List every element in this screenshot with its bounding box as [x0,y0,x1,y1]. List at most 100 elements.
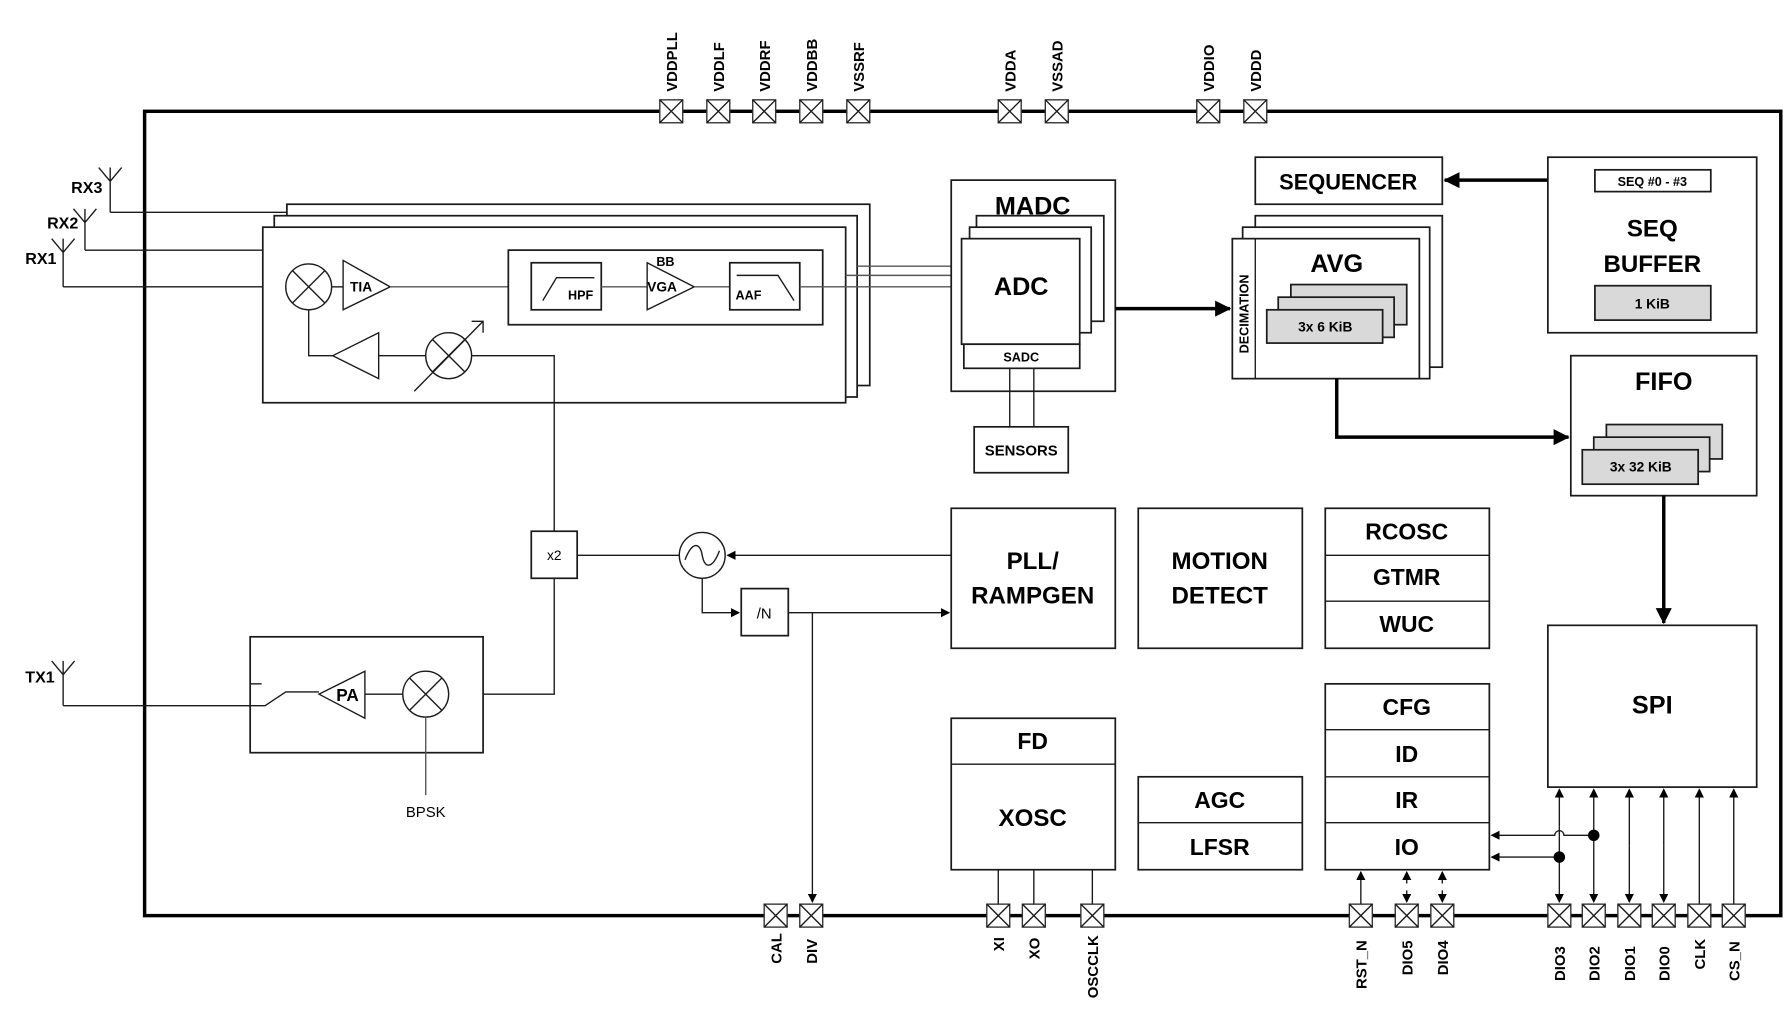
motion-detect-block [1137,507,1304,650]
pin-vdda: VDDA [997,49,1022,124]
agc-label: AGC [1194,787,1245,813]
pin-rst-n: RST_N [1348,903,1374,989]
sequencer-label: SEQUENCER [1279,169,1417,194]
pin-label: DIO1 [1623,946,1639,981]
seq-range-label: SEQ #0 - #3 [1618,175,1687,189]
pin-dio3: DIO3 [1547,903,1572,981]
reg-label: IO [1395,834,1419,860]
tx1-label: TX1 [25,669,55,687]
pin-vssad: VSSAD [1044,40,1069,124]
decimation-label: DECIMATION [1237,274,1251,353]
pin-div: DIV [799,903,824,964]
timer-label: WUC [1379,611,1434,637]
pin-label: VDDRF [758,40,774,91]
pin-cal: CAL [763,903,788,964]
pin-label: CAL [769,933,785,964]
agc-block: AGC LFSR [1137,775,1304,871]
pin-xi: XI [986,903,1011,951]
pin-label: DIO2 [1587,946,1603,981]
pin-vddlf: VDDLF [706,42,731,124]
rx-antennas: RX3 RX2 RX1 [25,167,287,288]
divider-block [740,587,790,637]
pin-label: DIO3 [1553,946,1569,981]
pll-block [950,507,1117,650]
pin-label: VDDD [1249,49,1265,91]
bpsk-label: BPSK [406,805,446,821]
pin-cs-n: CS_N [1721,903,1746,981]
doubler-block [530,530,579,580]
aaf-label: AAF [736,288,762,302]
avg-to-fifo-arrow [1335,378,1570,446]
pin-label: RST_N [1355,940,1371,989]
timer-label: GTMR [1373,564,1441,590]
pll-label-2: RAMPGEN [971,583,1094,610]
antenna-rx1-icon [51,238,76,287]
pin-label: XO [1028,938,1044,960]
pin-vddd: VDDD [1243,49,1268,124]
seq-buffer-title-1: SEQ [1627,215,1678,242]
top-pins: VDDPLL VDDLF VDDRF VDDBB VSSRF VDDA VSSA… [659,32,1268,124]
rx-frontend: TIA HPF BB VGA AAF [261,203,953,532]
antenna-rx3-icon [98,167,123,213]
sensors-block [973,425,1070,474]
reg-label: IR [1395,787,1418,813]
pin-xo: XO [1021,903,1046,960]
pin-label: VDDBB [805,39,821,92]
timer-label: RCOSC [1365,518,1448,544]
pin-vddpll: VDDPLL [659,32,684,124]
avg-title: AVG [1310,250,1363,278]
rx1-label: RX1 [25,250,56,268]
motion-label-1: MOTION [1172,548,1268,575]
antenna-tx1-icon [51,660,76,706]
pin-vssrf: VSSRF [846,42,871,124]
pin-label: DIO5 [1400,940,1416,975]
timers-block: RCOSC GTMR WUC [1324,507,1491,650]
tia-label: TIA [350,279,372,294]
pin-oscclk: OSCCLK [1080,903,1105,998]
adc-label: ADC [994,273,1049,301]
pll-label-1: PLL/ [1007,548,1059,575]
avg-block: DECIMATION AVG 3x 6 KiB [1231,214,1444,380]
xosc-label: XOSC [999,805,1067,832]
madc-block: MADC ADC SADC [950,179,1117,427]
pin-label: VDDLF [712,42,728,92]
registers-block: CFG ID IR IO [1324,682,1491,871]
spi-block [1547,624,1758,788]
reg-label: ID [1395,741,1418,767]
sadc-label: SADC [1003,350,1039,364]
sensors-label: SENSORS [985,444,1058,460]
bottom-pins: CAL DIV XI XO OSCCLK RST_N DIO5 DIO4 DIO… [763,903,1746,998]
pa-label: PA [336,685,359,705]
pin-vddbb: VDDBB [799,39,824,124]
pin-label: CS_N [1727,941,1743,981]
seq-buffer-memory-label: 1 KiB [1635,297,1670,312]
hpf-label: HPF [568,288,594,302]
fifo-memory-label: 3x 32 KiB [1610,460,1672,475]
io-connections [1356,788,1739,905]
aaf-block [728,261,801,311]
pin-dio4: DIO4 [1430,903,1455,975]
vga-label: VGA [647,279,677,294]
pin-label: CLK [1693,939,1709,970]
pin-dio2: DIO2 [1581,903,1606,981]
tx-frontend: PA [63,635,484,796]
pin-label: DIO0 [1657,946,1673,981]
divider-label: /N [757,606,772,622]
pin-label: VDDA [1003,49,1019,91]
tia-amplifier-icon [342,259,392,311]
xosc-block: FD XOSC [950,717,1117,905]
fifo-block: FIFO 3x 32 KiB [1569,354,1758,497]
pin-vddio: VDDIO [1196,45,1221,124]
pin-vddrf: VDDRF [752,40,777,124]
pin-label: VSSRF [852,42,868,92]
seq-buffer-block: SEQ #0 - #3 SEQ BUFFER 1 KiB [1547,156,1758,334]
sequencer-block [1254,156,1444,206]
vga-amplifier-icon [646,261,696,311]
pin-dio5: DIO5 [1394,903,1419,975]
pin-label: DIV [805,939,821,964]
vco-icon [678,531,726,579]
pin-label: VSSAD [1051,40,1067,92]
hpf-block [530,261,603,311]
pin-dio0: DIO0 [1651,903,1676,981]
